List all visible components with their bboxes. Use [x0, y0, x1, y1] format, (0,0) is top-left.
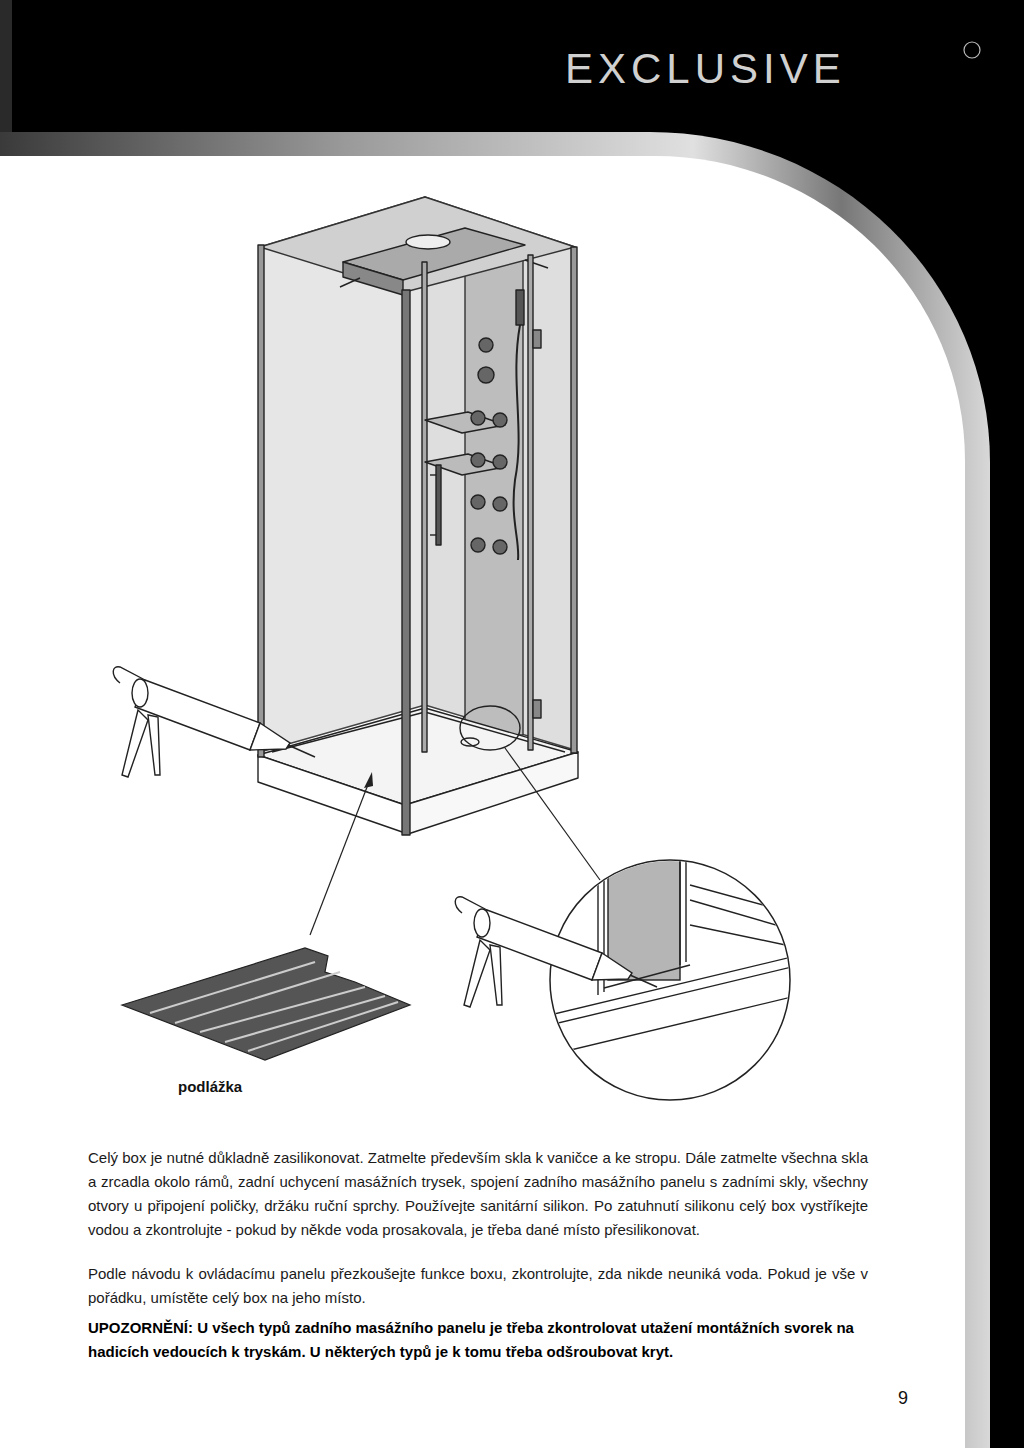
detail-leader — [505, 748, 600, 880]
instruction-text: Podle návodu k ovládacímu panelu přezkou… — [88, 1262, 868, 1310]
silicone-gun — [113, 667, 657, 1007]
left-strip — [0, 0, 12, 132]
logo-mark — [964, 42, 980, 58]
silver-band — [0, 132, 990, 1448]
floor-grate — [122, 948, 410, 1060]
page-number: 9 — [888, 1388, 918, 1410]
warning-text: UPOZORNĚNÍ: U všech typů zadního masážní… — [88, 1316, 868, 1364]
instruction-text: Celý box je nutné důkladně zasilikonovat… — [88, 1146, 868, 1242]
part-name: podlážka — [178, 1078, 298, 1096]
detail-magnifier — [550, 860, 800, 1100]
white-ground — [0, 156, 965, 1448]
shower-box — [258, 197, 578, 835]
pointer-arrow — [310, 772, 373, 935]
brand-logo: EXCLUSIVE — [565, 44, 965, 94]
